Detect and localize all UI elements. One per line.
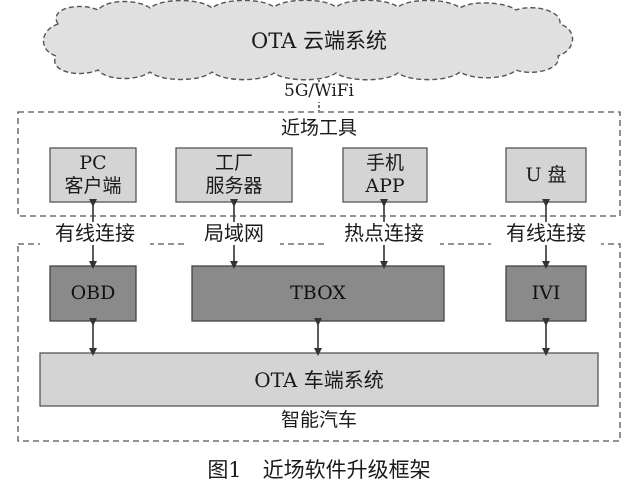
- tool-label-phone-line1: 手机: [365, 152, 404, 175]
- tool-label-pc: PC 客户端: [50, 148, 136, 202]
- module-label-tbox: TBOX: [290, 282, 346, 305]
- tool-label-phone: 手机 APP: [343, 148, 427, 202]
- tool-label-pc-line2: 客户端: [64, 175, 122, 197]
- tool-label-pc-line1: PC: [79, 152, 107, 175]
- figure-caption: 图1 近场软件升级框架: [207, 458, 431, 482]
- vehicle-title: 智能汽车: [280, 409, 357, 431]
- tool-label-factory-line1: 工厂: [214, 152, 253, 175]
- tool-label-phone-line2: APP: [365, 175, 405, 197]
- near-field-title: 近场工具: [280, 117, 357, 139]
- module-label-obd: OBD: [70, 282, 116, 305]
- module-label-ivi: IVI: [531, 282, 561, 305]
- tool-box-pc: [49, 147, 137, 203]
- cloud-title: OTA 云端系统: [251, 29, 387, 53]
- tool-box-phone: [342, 147, 428, 203]
- near-field-frame: [17, 111, 621, 217]
- connection-label-hotspot: 热点连接: [328, 222, 440, 245]
- tool-box-factory: [175, 147, 293, 203]
- tool-label-usb-line1: U 盘: [525, 163, 567, 186]
- module-box-tbox: [191, 265, 445, 322]
- tool-label-usb: U 盘: [506, 148, 586, 202]
- module-box-ivi: [505, 265, 587, 322]
- module-box-obd: [49, 265, 137, 322]
- ota-vehicle-system-box: [39, 352, 599, 407]
- connection-label-lan: 局域网: [188, 222, 280, 245]
- ota-vehicle-system-label: OTA 车端系统: [254, 367, 384, 392]
- link-label: 5G/WiFi: [269, 81, 369, 102]
- connection-label-wired-1: 有线连接: [40, 222, 150, 245]
- cloud-shape: [42, 0, 574, 81]
- tool-label-factory: 工厂 服务器: [176, 148, 292, 202]
- vehicle-frame: [17, 243, 621, 442]
- connection-label-wired-2: 有线连接: [491, 222, 601, 245]
- tool-label-factory-line2: 服务器: [205, 175, 263, 197]
